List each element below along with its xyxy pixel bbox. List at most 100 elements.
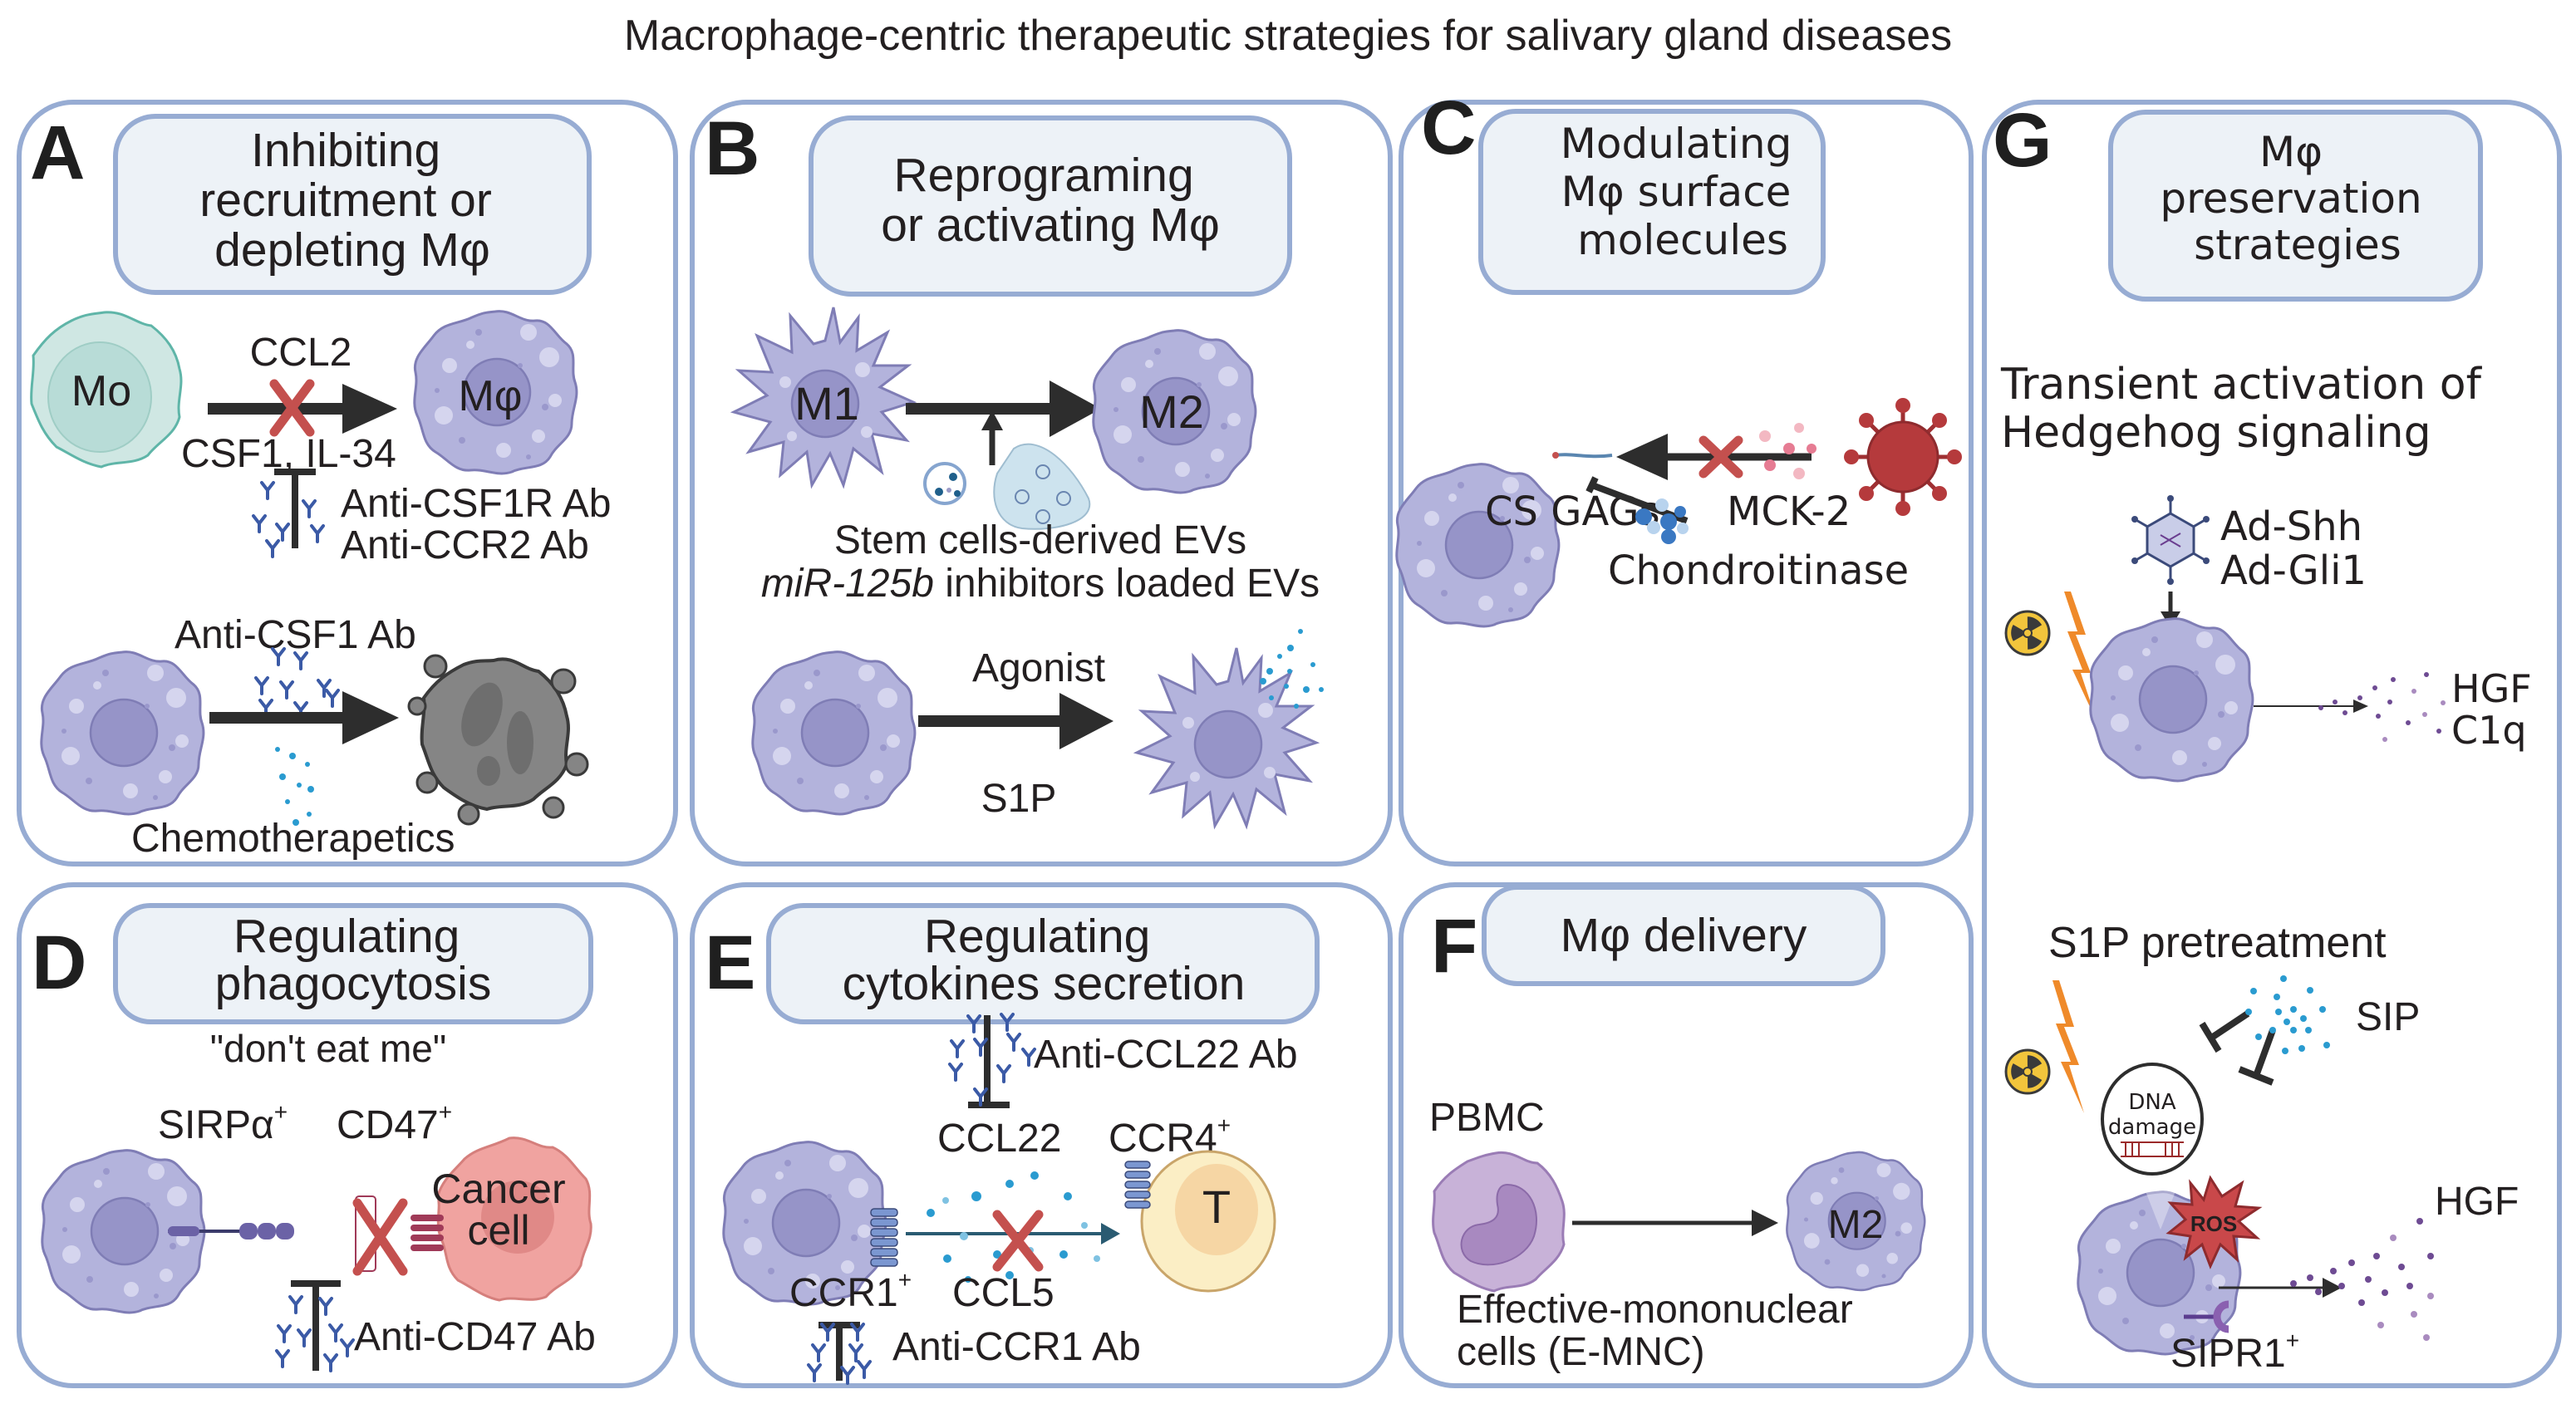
macrophage-icon [751, 650, 917, 816]
panel-a-letter: A [30, 110, 85, 195]
dead-cell-icon [407, 654, 589, 826]
ad-gli1-label: Ad-Gli1 [2220, 547, 2367, 594]
cd47-receptor-icon [410, 1215, 444, 1251]
anti-ccl22-label: Anti-CCL22 Ab [1034, 1033, 1298, 1077]
emnc-label-line2: cells (E-MNC) [1457, 1330, 1705, 1374]
inhibition-bar [2238, 1028, 2276, 1086]
anti-ccr1-label: Anti-CCR1 Ab [892, 1325, 1141, 1369]
virus-icon [1844, 398, 1962, 516]
m2-label: M2 [1828, 1203, 1884, 1247]
arrow-head [1059, 693, 1113, 749]
hgf-particles-icon [2318, 672, 2446, 742]
mck2-label: MCK-2 [1727, 488, 1851, 535]
inhibition-bar [274, 469, 316, 548]
pbmc-cell-icon [1432, 1151, 1566, 1293]
ros-label: ROS [2190, 1211, 2237, 1236]
extracellular-vesicle-icon [923, 462, 966, 505]
figure-title: Macrophage-centric therapeutic strategie… [624, 12, 1952, 60]
arrow-head [1050, 380, 1101, 437]
panel-e-letter: E [705, 920, 755, 1005]
anti-csf1r-label: Anti-CSF1R Ab [341, 482, 611, 526]
hgf-label: HGF [2435, 1180, 2519, 1224]
panel-c-heading-box [1478, 109, 1826, 295]
hydrogel-icon [993, 443, 1091, 530]
panel-d-heading-box [113, 903, 593, 1024]
panel-b-letter: B [705, 106, 760, 191]
m2-label: M2 [1139, 385, 1204, 438]
panel-f-heading-box [1482, 885, 1885, 986]
panel-d-letter: D [32, 920, 86, 1005]
panel-g-frame [1982, 100, 2562, 1388]
inhibition-bar [2199, 1010, 2250, 1053]
dna-damage-line2: damage [2108, 1115, 2196, 1140]
ccl5-label: CCL5 [952, 1271, 1054, 1315]
s1p-particles-icon [2245, 975, 2330, 1054]
panel-e-heading: Regulating cytokines secretion [843, 910, 1246, 1010]
chondroitinase-icon [1635, 498, 1689, 544]
cs-gag-chain-icon [1555, 453, 1613, 459]
panel-e: E Regulating cytokines secretion Anti-CC… [690, 882, 1393, 1388]
sirpa-label: SIRPα+ [158, 1099, 288, 1147]
radiation-icon [2004, 610, 2051, 656]
secretion-particles-icon [1260, 629, 1324, 709]
anti-csf1-label: Anti-CSF1 Ab [175, 613, 416, 657]
sirpa-receptor-icon [168, 1223, 294, 1240]
ccr4-receptor-icon [1124, 1161, 1151, 1209]
radiation-icon [2004, 1048, 2051, 1095]
c1q-label: C1q [2451, 708, 2527, 753]
sip-label: SIP [2356, 995, 2420, 1039]
cd47-label: CD47+ [337, 1099, 452, 1147]
ad-shh-label: Ad-Shh [2220, 503, 2362, 550]
ros-burst-icon [2166, 1175, 2263, 1269]
macrophage-icon [2089, 617, 2254, 783]
panel-g-letter: G [1993, 98, 2052, 183]
cancer-cell-label-line1: Cancer [431, 1166, 565, 1212]
macrophage-label: Mφ [458, 372, 522, 420]
panel-c: C Modulating Mφ surface molecules CS GAG… [1395, 86, 1974, 866]
ccr1-label: CCR1+ [789, 1267, 912, 1315]
s1p-pretreatment-heading: S1P pretreatment [2048, 919, 2387, 967]
dont-eat-me-label: "don't eat me" [210, 1027, 446, 1070]
t-cell-icon [1140, 1150, 1276, 1293]
chondroitinase-label: Chondroitinase [1608, 547, 1909, 594]
panel-e-heading-box [766, 903, 1320, 1024]
lightning-icon [2064, 592, 2097, 723]
hgf-particles-icon [2290, 1218, 2434, 1341]
pbmc-label: PBMC [1429, 1096, 1545, 1140]
panel-g-heading: Mφ preservation strategies [2160, 128, 2435, 269]
panel-f: F Mφ delivery PBMC M2 Effective-mononucl… [1399, 882, 1974, 1388]
panel-a: A Inhibiting recruitment or depleting Mφ… [17, 100, 678, 866]
anti-ccr2-label: Anti-CCR2 Ab [341, 523, 589, 567]
arrow-head [342, 384, 397, 434]
inhibition-bar [291, 1280, 341, 1371]
ccl2-label: CCL2 [250, 331, 352, 375]
monocyte-label: Mo [71, 367, 131, 415]
monocyte-icon: Mo [30, 311, 183, 469]
panel-c-heading: Modulating Mφ surface molecules [1561, 120, 1806, 264]
arrow-head [342, 691, 399, 744]
broken-dna-icon [2121, 1141, 2184, 1157]
panel-g-heading-box [2108, 110, 2483, 302]
hgf-label: HGF [2451, 666, 2532, 711]
ev-label-line2: miR-125b inhibitors loaded EVs [761, 562, 1320, 606]
panel-a-heading: Inhibiting recruitment or depleting Mφ [199, 124, 504, 277]
ev-label-line1: Stem cells-derived EVs [834, 518, 1246, 562]
dna-damage-bubble [2101, 1063, 2204, 1176]
mck2-particles-icon [1759, 423, 1816, 479]
s1p-label: S1P [981, 777, 1057, 821]
panel-f-letter: F [1431, 904, 1477, 989]
ccl22-label: CCL22 [937, 1117, 1061, 1161]
lightning-icon [2052, 980, 2084, 1113]
hedgehog-heading-line2: Hedgehog signaling [2001, 408, 2431, 458]
emnc-label-line1: Effective-mononuclear [1457, 1288, 1853, 1332]
panel-f-heading: Mφ delivery [1561, 909, 1807, 962]
dna-damage-line1: DNA [2128, 1090, 2175, 1115]
hedgehog-heading-line1: Transient activation of [2000, 360, 2483, 410]
macrophage-icon [40, 650, 205, 816]
panel-b: B Reprograming or activating Mφ M1 M2 St… [690, 100, 1393, 866]
chemotherapeutics-label: Chemotherapetics [131, 817, 455, 861]
panel-c-letter: C [1421, 86, 1476, 170]
panel-g: G Mφ preservation strategies Transient a… [1982, 98, 2562, 1388]
m1-label: M1 [794, 377, 859, 430]
